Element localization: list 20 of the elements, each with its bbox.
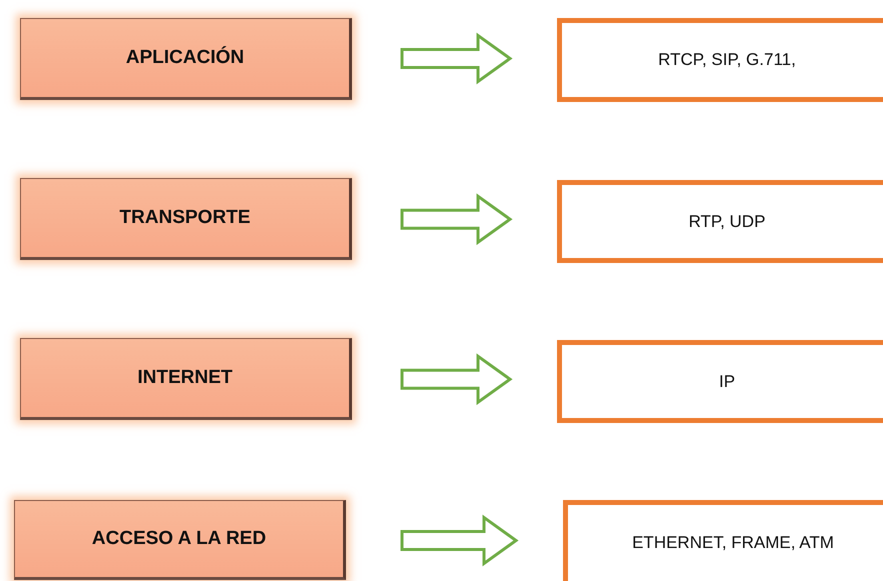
- layer-name: TRANSPORTE: [120, 207, 250, 229]
- protocol-list: ETHERNET, FRAME, ATM: [632, 533, 834, 553]
- protocol-list: RTCP, SIP, G.711,: [658, 50, 796, 70]
- protocol-box: [557, 340, 883, 423]
- layer-name: ACCESO A LA RED: [92, 528, 266, 550]
- block-arrow: [400, 353, 513, 406]
- block-arrow: [400, 514, 519, 566]
- layer-box: [20, 178, 352, 260]
- protocol-list: RTP, UDP: [688, 212, 766, 232]
- layer-name: APLICACIÓN: [126, 47, 244, 69]
- protocol-box: [557, 18, 883, 102]
- block-arrow: [400, 32, 513, 84]
- layer-name: INTERNET: [138, 367, 232, 389]
- layer-box: [20, 338, 352, 420]
- layer-box: [20, 18, 352, 100]
- layer-box: [14, 500, 346, 580]
- protocol-box: [557, 180, 883, 263]
- protocol-box: [563, 500, 883, 581]
- protocol-list: IP: [718, 372, 736, 392]
- block-arrow: [400, 193, 513, 246]
